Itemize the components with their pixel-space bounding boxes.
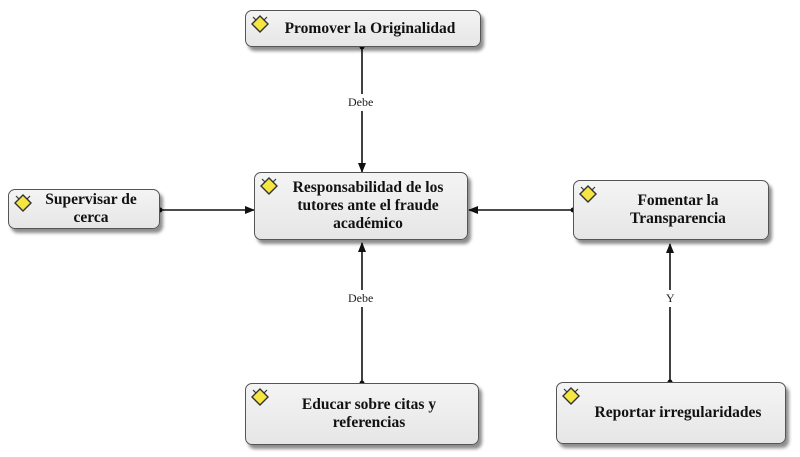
node-left[interactable]: Supervisar de cerca — [8, 189, 160, 229]
concept-icon — [579, 185, 597, 203]
edge-label-right: Y — [664, 290, 677, 307]
node-bottom-right-label: Reportar irregularidades — [594, 404, 762, 421]
edge-label-top: Debe — [346, 94, 376, 111]
node-top[interactable]: Promover la Originalidad — [245, 10, 481, 47]
node-left-label: Supervisar de cerca — [45, 191, 137, 226]
node-center[interactable]: Responsabilidad de los tutores ante el f… — [254, 172, 468, 240]
node-right[interactable]: Fomentar la Transparencia — [573, 180, 769, 240]
node-bottom-right[interactable]: Reportar irregularidades — [556, 382, 786, 444]
concept-icon — [14, 194, 32, 212]
node-center-label: Responsabilidad de los tutores ante el f… — [292, 179, 444, 232]
concept-icon — [251, 388, 269, 406]
node-top-label: Promover la Originalidad — [284, 19, 456, 37]
concept-icon — [251, 15, 269, 33]
concept-icon — [260, 177, 278, 195]
edge-label-bottom: Debe — [346, 290, 376, 307]
node-bottom-label: Educar sobre citas y referencias — [301, 396, 437, 431]
node-right-label: Fomentar la Transparencia — [630, 192, 726, 227]
node-bottom[interactable]: Educar sobre citas y referencias — [245, 383, 479, 445]
concept-icon — [562, 387, 580, 405]
